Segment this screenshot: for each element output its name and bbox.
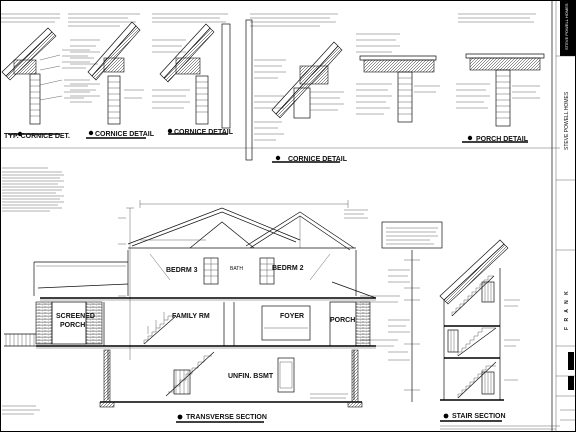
cornice-detail-1: TYP. CORNICE DET. (0, 13, 90, 140)
stair-section: STAIR SECTION (381, 221, 520, 422)
cornice-detail-5 (356, 33, 440, 123)
room-porch-right: PORCH (330, 317, 355, 324)
title-block: STEVE POWELL HOMES STEVE POWELL HOMES F … (551, 0, 576, 432)
room-bath: BATH (230, 266, 243, 272)
cornice-detail-1-title: TYP. CORNICE DET. (4, 133, 70, 140)
transverse-section-title: TRANSVERSE SECTION (186, 414, 267, 421)
stair-section-title: STAIR SECTION (452, 413, 506, 420)
porch-detail-title: PORCH DETAIL (476, 136, 529, 143)
cornice-detail-2: CORNICE DETAIL (68, 13, 155, 139)
svg-text:STEVE POWELL HOMES: STEVE POWELL HOMES (564, 3, 569, 50)
room-bedrm3: BEDRM 3 (166, 267, 198, 274)
title-block-firm: F R A N K (564, 289, 570, 330)
cornice-detail-2-title: CORNICE DETAIL (95, 131, 155, 138)
porch-detail: PORCH DETAIL (456, 13, 545, 143)
room-basement: UNFIN. BSMT (228, 373, 274, 380)
cornice-detail-3: CORNICE DETAIL (152, 13, 234, 136)
transverse-section: BEDRM 3 BATH BEDRM 2 SCREENED PORCH FAMI… (4, 200, 400, 423)
cornice-detail-4-title: CORNICE DETAIL (288, 156, 348, 163)
room-bedrm2: BEDRM 2 (272, 265, 304, 272)
room-foyer: FOYER (280, 313, 304, 320)
room-screened: SCREENED (56, 313, 95, 320)
cornice-detail-4: CORNICE DETAIL (245, 13, 348, 163)
title-block-company: STEVE POWELL HOMES (564, 91, 570, 150)
room-porch-left: PORCH (60, 322, 85, 329)
general-notes (2, 167, 64, 415)
room-family: FAMILY RM (172, 313, 210, 320)
cornice-detail-3-title: CORNICE DETAIL (174, 129, 234, 136)
